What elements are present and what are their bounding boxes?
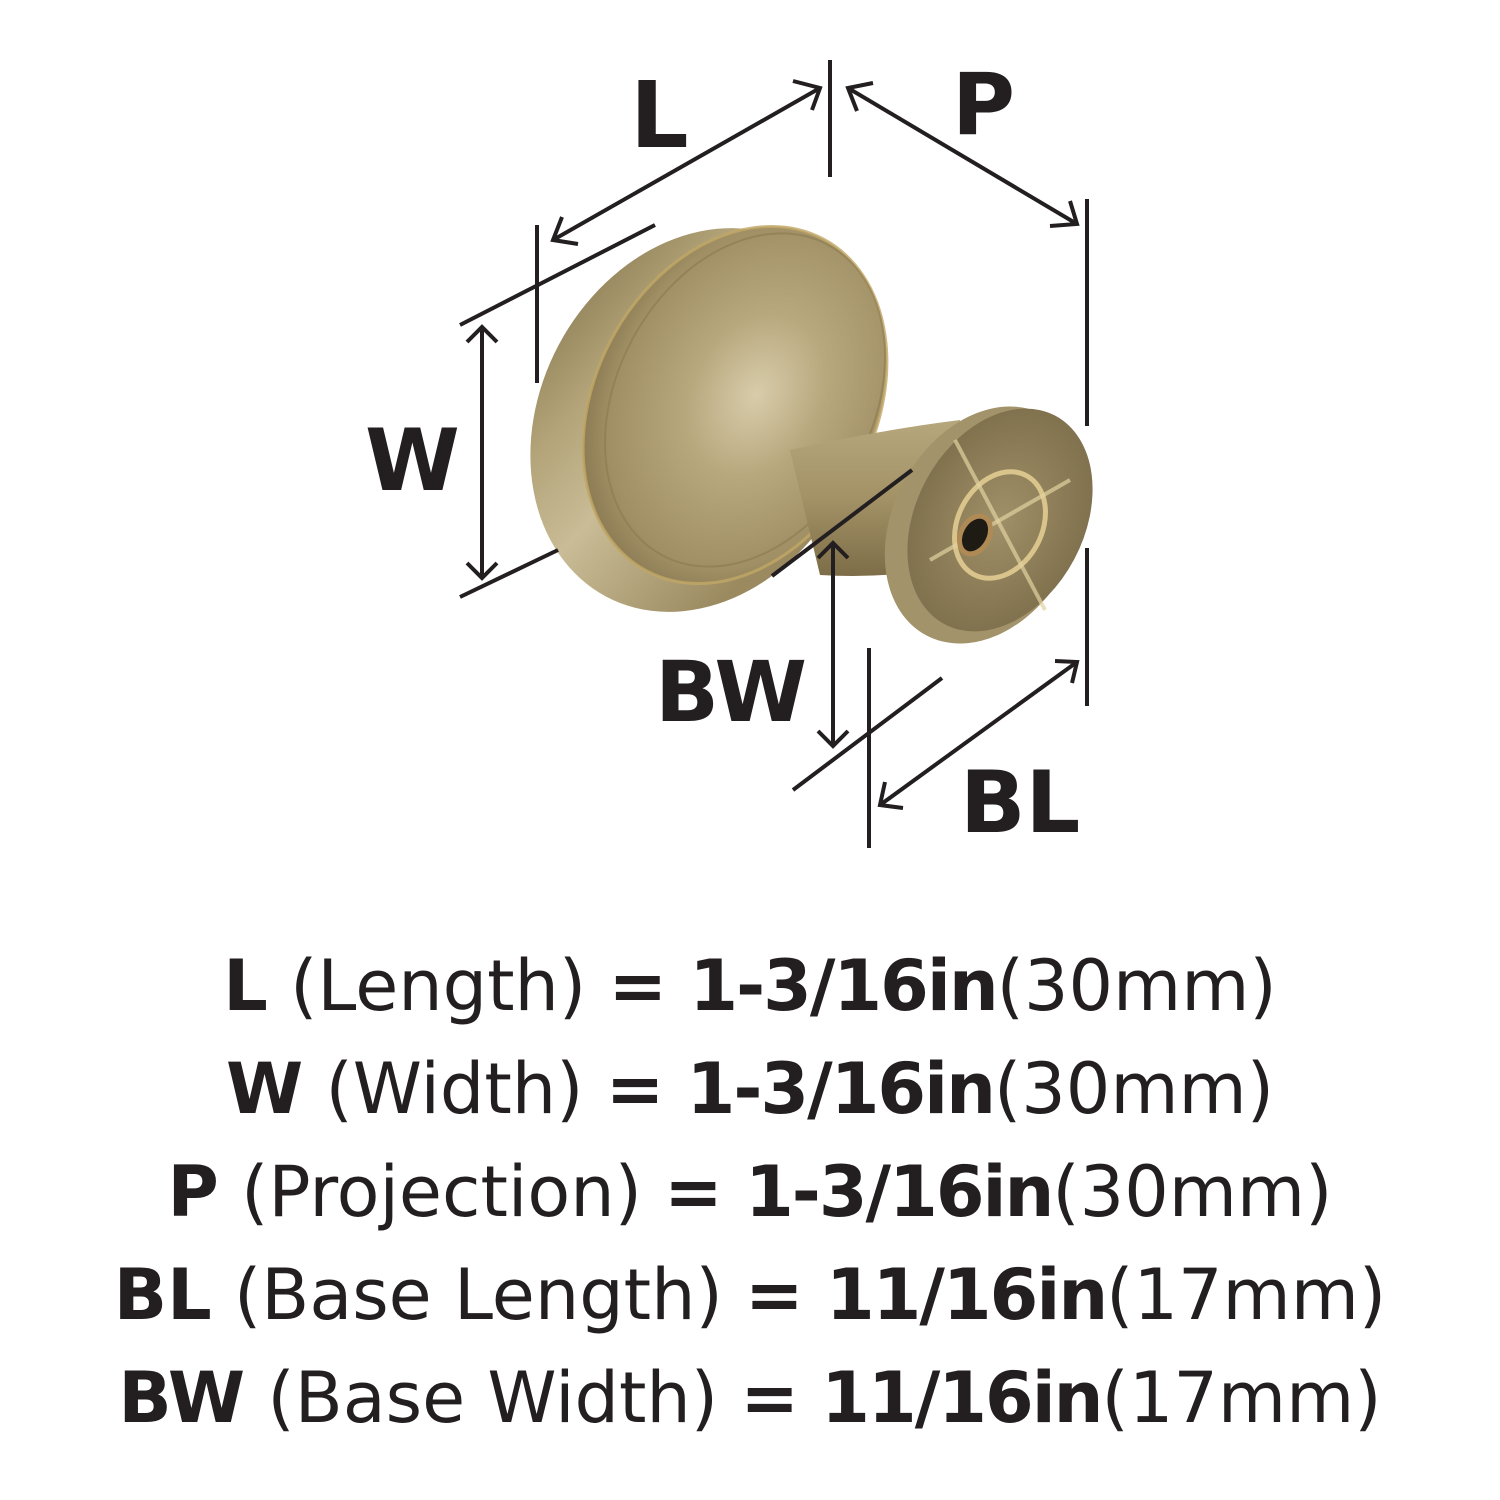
label-length: L [630, 62, 689, 169]
spec-equals: = [605, 1048, 665, 1130]
spec-imperial: 11/16in [825, 1254, 1108, 1336]
spec-code: L [223, 945, 268, 1027]
knob-base [884, 406, 1093, 644]
spec-row-base-width: BW (Base Width) = 11/16in(17mm) [0, 1347, 1500, 1450]
spec-name: (Length) [290, 945, 587, 1027]
spec-imperial: 1-3/16in [686, 1048, 996, 1130]
spec-metric: (17mm) [1101, 1357, 1382, 1439]
spec-equals: = [745, 1254, 804, 1336]
spec-code: BL [113, 1254, 212, 1336]
dimension-diagram: L P W BW BL [365, 55, 1093, 853]
spec-row-projection: P (Projection) = 1-3/16in(30mm) [0, 1141, 1500, 1244]
spec-name: (Base Length) [233, 1254, 723, 1336]
spec-imperial: 1-3/16in [689, 945, 998, 1027]
spec-name: (Base Width) [267, 1357, 719, 1439]
spec-metric: (30mm) [1052, 1151, 1333, 1233]
spec-metric: (30mm) [996, 945, 1277, 1027]
spec-name: (Width) [325, 1048, 584, 1130]
spec-code: W [225, 1048, 304, 1130]
spec-imperial: 11/16in [821, 1357, 1103, 1439]
spec-row-width: W (Width) = 1-3/16in(30mm) [0, 1038, 1500, 1141]
spec-name: (Projection) [241, 1151, 642, 1233]
label-projection: P [952, 55, 1016, 155]
label-base-width: BW [655, 643, 808, 741]
spec-code: P [167, 1151, 219, 1233]
dimension-spec-list: L (Length) = 1-3/16in(30mm) W (Width) = … [0, 935, 1500, 1450]
spec-row-base-length: BL (Base Length) = 11/16in(17mm) [0, 1244, 1500, 1347]
spec-imperial: 1-3/16in [745, 1151, 1054, 1233]
spec-equals: = [608, 945, 668, 1027]
dimension-lines [459, 60, 1089, 848]
label-width: W [365, 411, 460, 511]
knob-illustration [459, 60, 1093, 848]
spec-equals: = [740, 1357, 800, 1439]
spec-row-length: L (Length) = 1-3/16in(30mm) [0, 935, 1500, 1038]
spec-equals: = [664, 1151, 723, 1233]
label-base-length: BL [960, 753, 1081, 853]
screw-hole-icon [956, 513, 994, 557]
spec-metric: (30mm) [993, 1048, 1275, 1130]
spec-code: BW [118, 1357, 246, 1439]
spec-metric: (17mm) [1106, 1254, 1387, 1336]
